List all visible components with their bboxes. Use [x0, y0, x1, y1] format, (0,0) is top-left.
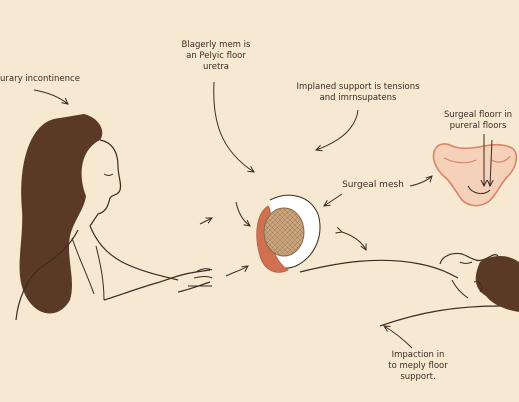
- patient-hair: [475, 256, 519, 312]
- patient-chin: [451, 279, 469, 299]
- arrow: [235, 201, 250, 226]
- patient-body-outline: [299, 259, 459, 279]
- patient-lower-outline: [379, 305, 501, 327]
- pelvis-outline: [432, 143, 518, 207]
- double-arrow: [342, 232, 366, 250]
- arrow: [384, 326, 413, 349]
- label-surgical-floor: Surgeal floorr in pureral floors: [443, 110, 513, 131]
- woman-hand-fingers: [187, 268, 213, 287]
- annotation-arrows: [33, 81, 432, 349]
- arrow: [199, 218, 212, 225]
- mesh-implant: [256, 194, 321, 273]
- label-urinary-incontinence: urary incontinence: [0, 74, 80, 84]
- pelvis-illustration: [432, 134, 518, 207]
- arrow: [316, 109, 359, 150]
- label-surgical-mesh: Surgeal mesh: [342, 180, 404, 190]
- label-impaction: Impaction in to meply floor support.: [388, 350, 448, 382]
- patient-eye: [459, 261, 473, 264]
- arrow: [33, 89, 68, 104]
- arrow: [324, 193, 343, 206]
- reclining-patient-figure: [299, 252, 519, 327]
- woman-arm: [103, 269, 211, 301]
- patient-ear: [473, 281, 483, 293]
- woman-eye: [103, 173, 114, 176]
- woman-hair: [19, 114, 103, 314]
- woman-face: [89, 139, 122, 227]
- woman-figure: [15, 114, 213, 321]
- woman-neck-shoulders: [15, 225, 179, 321]
- arrow: [213, 81, 254, 172]
- label-implanted-support: Implaned support is tensions and imrnsup…: [296, 82, 420, 103]
- arrow: [225, 266, 248, 277]
- patient-face: [439, 252, 499, 265]
- label-pelvic-floor: Blagerly mem is an Pelyic floor uretra: [181, 40, 251, 72]
- arrow: [409, 176, 432, 187]
- woman-collar: [71, 237, 105, 301]
